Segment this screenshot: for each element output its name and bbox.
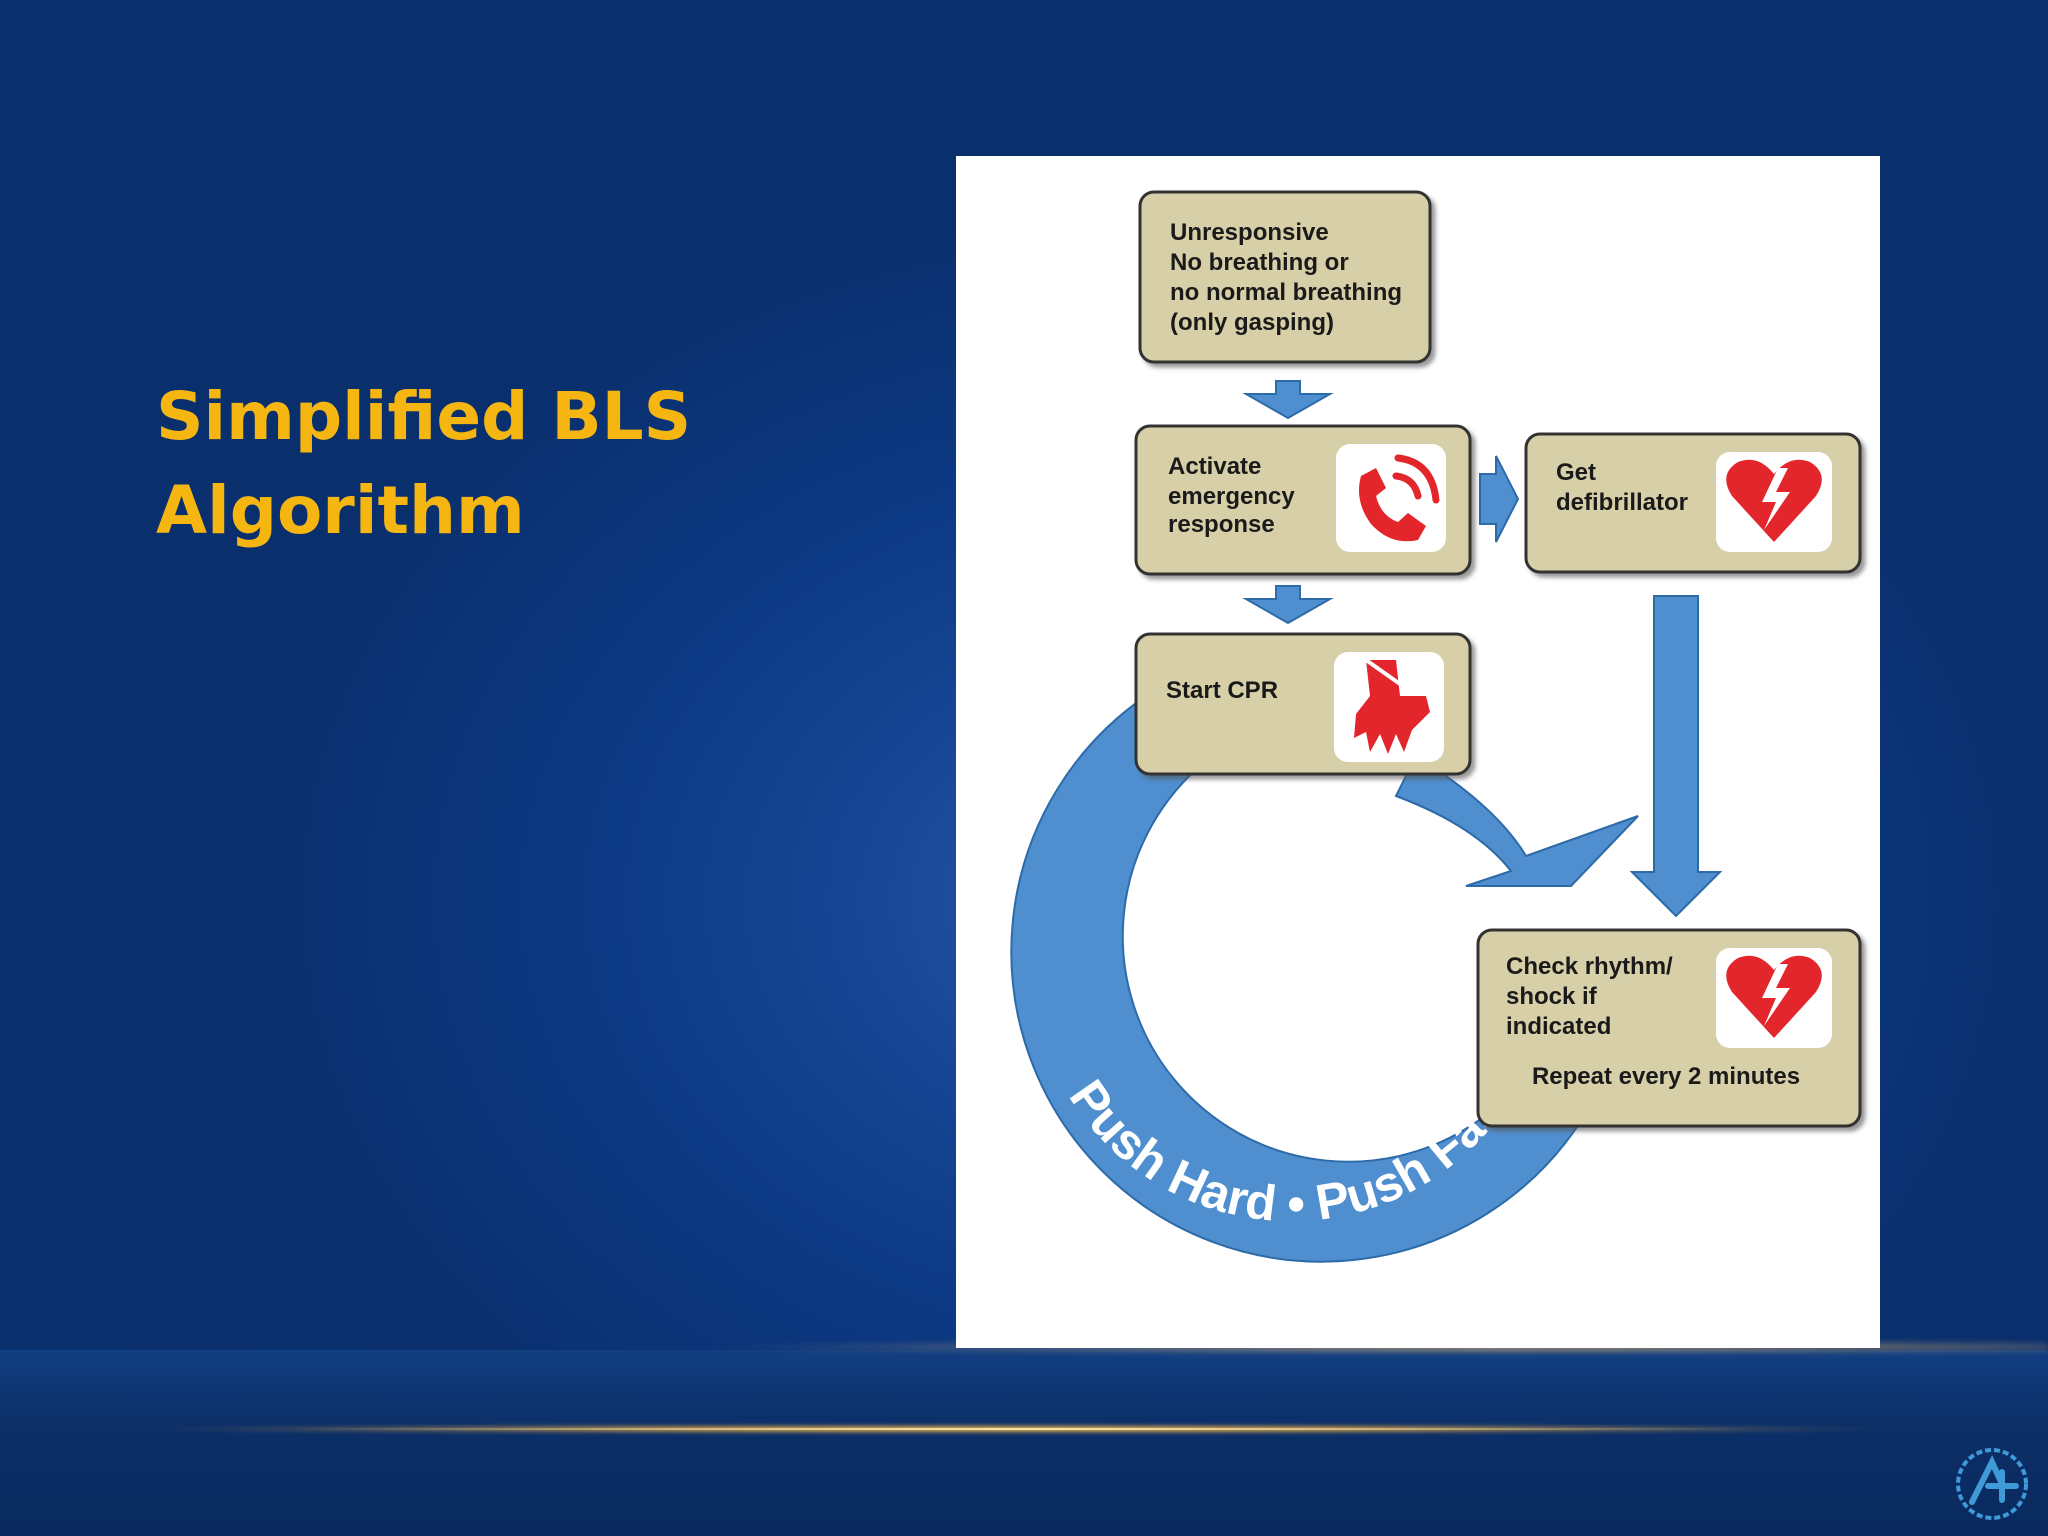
box-unresponsive: Unresponsive No breathing or no normal b… (1138, 190, 1432, 364)
check-line-2: shock if (1506, 983, 1598, 1010)
box-check-rhythm: Check rhythm/ shock if indicated Repeat … (1476, 928, 1862, 1128)
activate-line-1: Activate (1168, 453, 1261, 480)
hands-cpr-icon (1334, 652, 1444, 762)
unresponsive-line-1: Unresponsive (1170, 219, 1329, 246)
check-line-3: indicated (1506, 1013, 1611, 1040)
heart-shock-icon (1716, 948, 1832, 1048)
heart-shock-icon (1716, 452, 1832, 552)
box-get-defibrillator: Get defibrillator (1524, 432, 1862, 574)
defib-line-2: defibrillator (1556, 489, 1688, 516)
unresponsive-line-2: No breathing or (1170, 249, 1349, 276)
box-activate-emergency: Activate emergency response (1134, 424, 1472, 576)
title-line-2: Algorithm (156, 472, 525, 549)
cpr-cycle-ring (1010, 694, 1639, 1263)
activate-line-3: response (1168, 511, 1275, 538)
slide-title: Simplified BLS Algorithm (156, 370, 716, 558)
phone-icon (1336, 444, 1446, 552)
cycle-arrowhead (1394, 754, 1639, 887)
unresponsive-line-4: (only gasping) (1170, 309, 1334, 336)
unresponsive-line-3: no normal breathing (1170, 279, 1402, 306)
bls-diagram-panel: Push Hard • Push Fast Unresponsive No br… (956, 156, 1880, 1348)
title-line-1: Simplified BLS (156, 378, 692, 455)
slide-bottom-band (0, 1350, 2048, 1536)
bls-diagram: Push Hard • Push Fast Unresponsive No br… (1010, 190, 1862, 1263)
gold-glow-line-core (300, 1428, 1750, 1430)
defib-line-1: Get (1556, 459, 1596, 486)
check-line-1: Check rhythm/ (1506, 953, 1673, 980)
arrow-down-1 (1242, 380, 1334, 420)
repeat-label: Repeat every 2 minutes (1532, 1063, 1800, 1090)
arrow-right (1479, 455, 1520, 543)
activate-line-2: emergency (1168, 483, 1295, 510)
corner-logo-icon (1956, 1448, 2028, 1520)
box-start-cpr: Start CPR (1134, 632, 1472, 776)
arrow-down-2 (1242, 585, 1334, 625)
start-cpr-label: Start CPR (1166, 677, 1278, 704)
arrow-down-long (1629, 595, 1723, 918)
